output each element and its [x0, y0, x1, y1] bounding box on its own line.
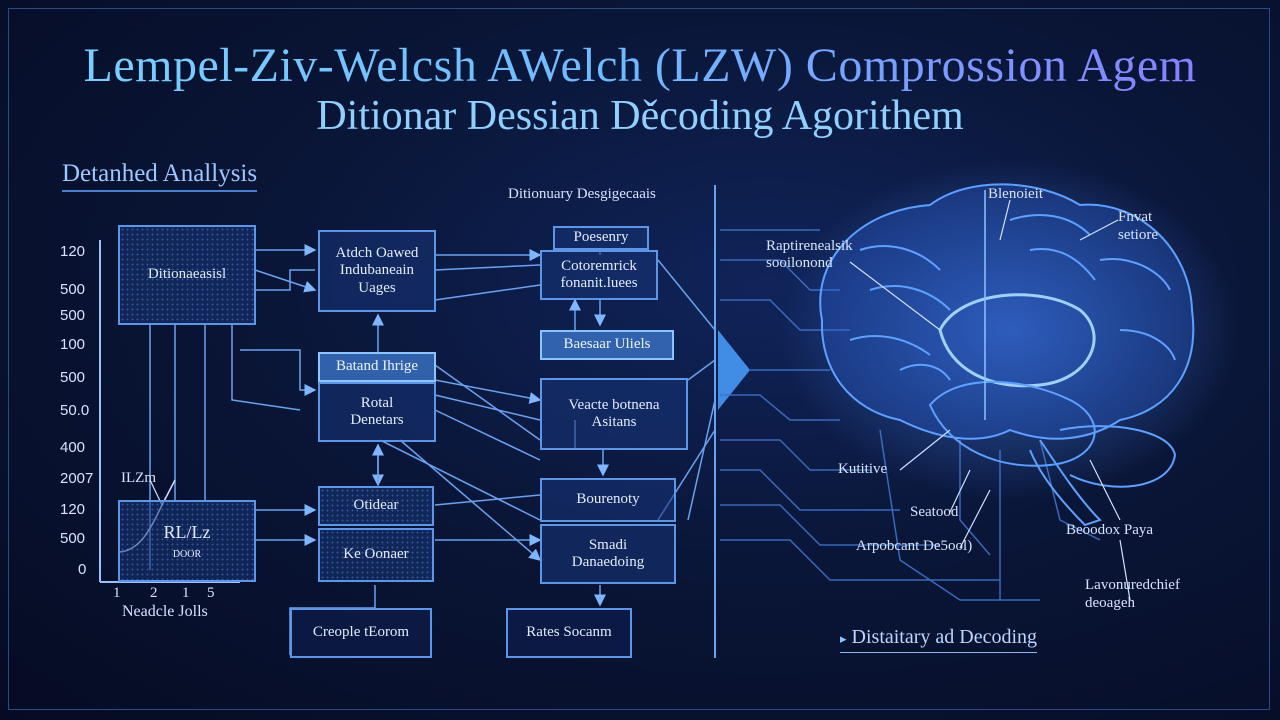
col2-box-d: Bourenoty — [540, 478, 676, 522]
axis-value: 500 — [60, 530, 86, 547]
axis-value: 120 — [60, 501, 86, 518]
dictionary-box: Ditionaeasisl — [118, 225, 256, 325]
axis-value: 100 — [60, 336, 86, 353]
bottom-right-box: Rates Socanm — [506, 608, 632, 658]
x-tick: 1 — [182, 585, 190, 601]
chart-box-main: RL/Lz — [163, 521, 211, 542]
axis-value: 50.0 — [60, 402, 90, 419]
brain-label-bottom-1: Seatood — [910, 504, 959, 520]
x-axis-label: Neadcle Jolls — [122, 603, 208, 620]
col1-box-b: Rotal Denetars — [318, 382, 436, 442]
bottom-left-box: Creople tEorom — [290, 608, 432, 658]
col2-box-a: Cotoremrick fonanit.luees — [540, 250, 658, 300]
axis-value: 500 — [60, 307, 86, 324]
title-line-1: Lempel-Ziv-Welcsh AWelch (LZW) Comprossi… — [0, 38, 1280, 93]
axis-value: 2007 — [60, 470, 94, 487]
brain-label-bottom-right: Lavonuredchief deoageh — [1085, 577, 1180, 611]
brain-label-mid-left: Kutitive — [838, 461, 888, 477]
chart-box-sub: DOOR — [172, 548, 202, 560]
brain-footer: ▸ Distaitary ad Decoding — [840, 626, 1038, 653]
col1-box-d: Ke Oonaer — [318, 528, 434, 582]
brain-label-right: Beoodox Paya — [1066, 522, 1154, 538]
middle-header: Ditionuary Desgigecaais — [508, 186, 656, 202]
brain-label-bottom-2: Arpobcant De5ool) — [856, 538, 973, 554]
axis-value: 0 — [78, 561, 87, 578]
title-line-2: Ditionar Dessian Děcoding Agorithem — [316, 93, 964, 139]
brain-label-top: Blenoieit — [988, 186, 1043, 202]
col2-top-label: Poesenry — [553, 226, 649, 250]
x-tick: 2 — [150, 585, 158, 601]
col1-box-a: Atdch Oawed Indubaneain Uages — [318, 230, 436, 312]
x-tick: 5 — [207, 585, 215, 601]
col2-box-e: Smadi Danaedoing — [540, 524, 676, 584]
col1-box-b-label: Batand Ihrige — [318, 352, 436, 382]
outer-frame — [8, 8, 1270, 710]
chart-box-top-label: ILZm — [121, 470, 156, 486]
axis-value: 500 — [60, 281, 86, 298]
axis-value: 500 — [60, 369, 86, 386]
col1-box-c: Otidear — [318, 486, 434, 526]
x-tick: 1 — [113, 585, 121, 601]
col2-box-b: Baesaar Uliels — [540, 330, 674, 360]
section-heading: Detanhed Anallysis — [62, 160, 258, 192]
axis-value: 400 — [60, 439, 86, 456]
brain-label-top-right: Fnvat setiore — [1118, 209, 1158, 243]
chart-box: RL/Lz DOOR — [118, 500, 256, 582]
bullet-icon: ▸ — [840, 631, 847, 646]
brain-label-left: Raptirenealsik sooilonond — [766, 238, 853, 272]
brain-footer-text: Distaitary ad Decoding — [851, 626, 1038, 648]
col2-box-c: Veacte botnena Asitans — [540, 378, 688, 450]
axis-value: 120 — [60, 243, 86, 260]
